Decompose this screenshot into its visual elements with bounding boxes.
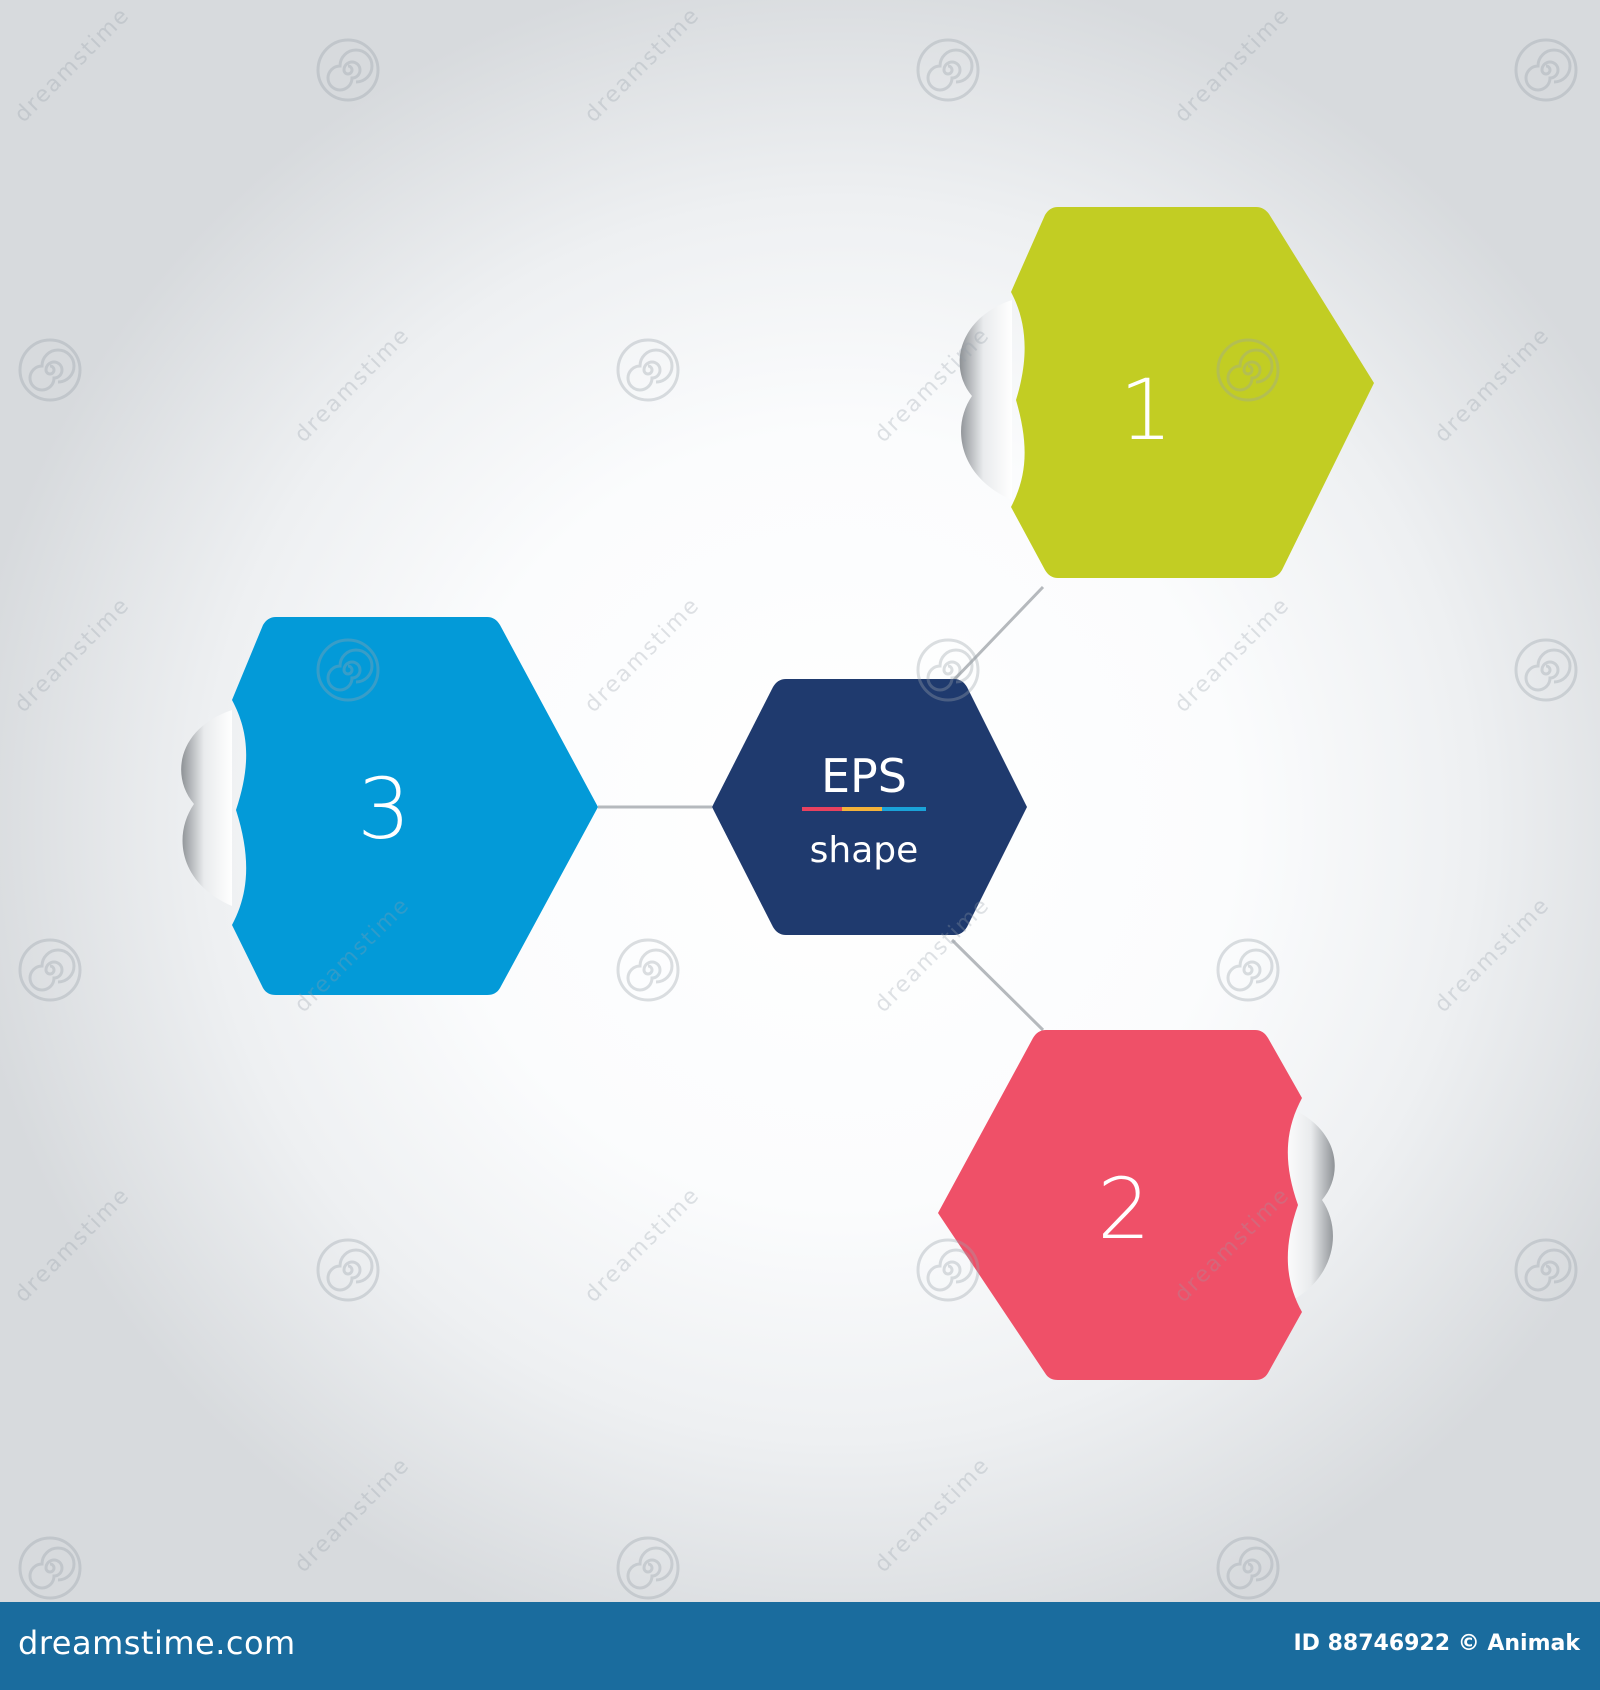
- node-3-label: 3: [357, 760, 410, 858]
- underline-segment-red: [802, 807, 842, 811]
- connector-line-1: [950, 585, 1045, 684]
- hexagon-node-3: 3: [181, 617, 598, 995]
- page-curl-shadow: [181, 710, 232, 906]
- hexagon-shape-2: [938, 1030, 1302, 1380]
- footer-brand: dreamstime.com: [18, 1624, 296, 1662]
- footer-bar: dreamstime.com ID 88746922 © Animak: [0, 1602, 1600, 1690]
- hexagon-shape-1: [1011, 207, 1374, 578]
- node-2-label: 2: [1097, 1160, 1150, 1258]
- page-curl-shadow: [959, 300, 1012, 500]
- hexagon-diagram: 1 2 3 EPS shape: [181, 207, 1374, 1380]
- hexagon-shape-3: [232, 617, 598, 995]
- underline-segment-blue: [882, 807, 926, 811]
- page-curl-shadow: [1282, 1105, 1335, 1305]
- center-hexagon: EPS shape: [712, 679, 1027, 935]
- hexagon-node-1: 1: [959, 207, 1374, 578]
- center-subtitle: shape: [810, 830, 919, 871]
- connector-line-2: [950, 938, 1045, 1032]
- underline-segment-yellow: [842, 807, 882, 811]
- image-credit: ID 88746922 © Animak: [1293, 1631, 1580, 1656]
- center-title: EPS: [821, 749, 907, 803]
- node-1-label: 1: [1119, 361, 1172, 459]
- hexagon-node-2: 2: [938, 1030, 1335, 1380]
